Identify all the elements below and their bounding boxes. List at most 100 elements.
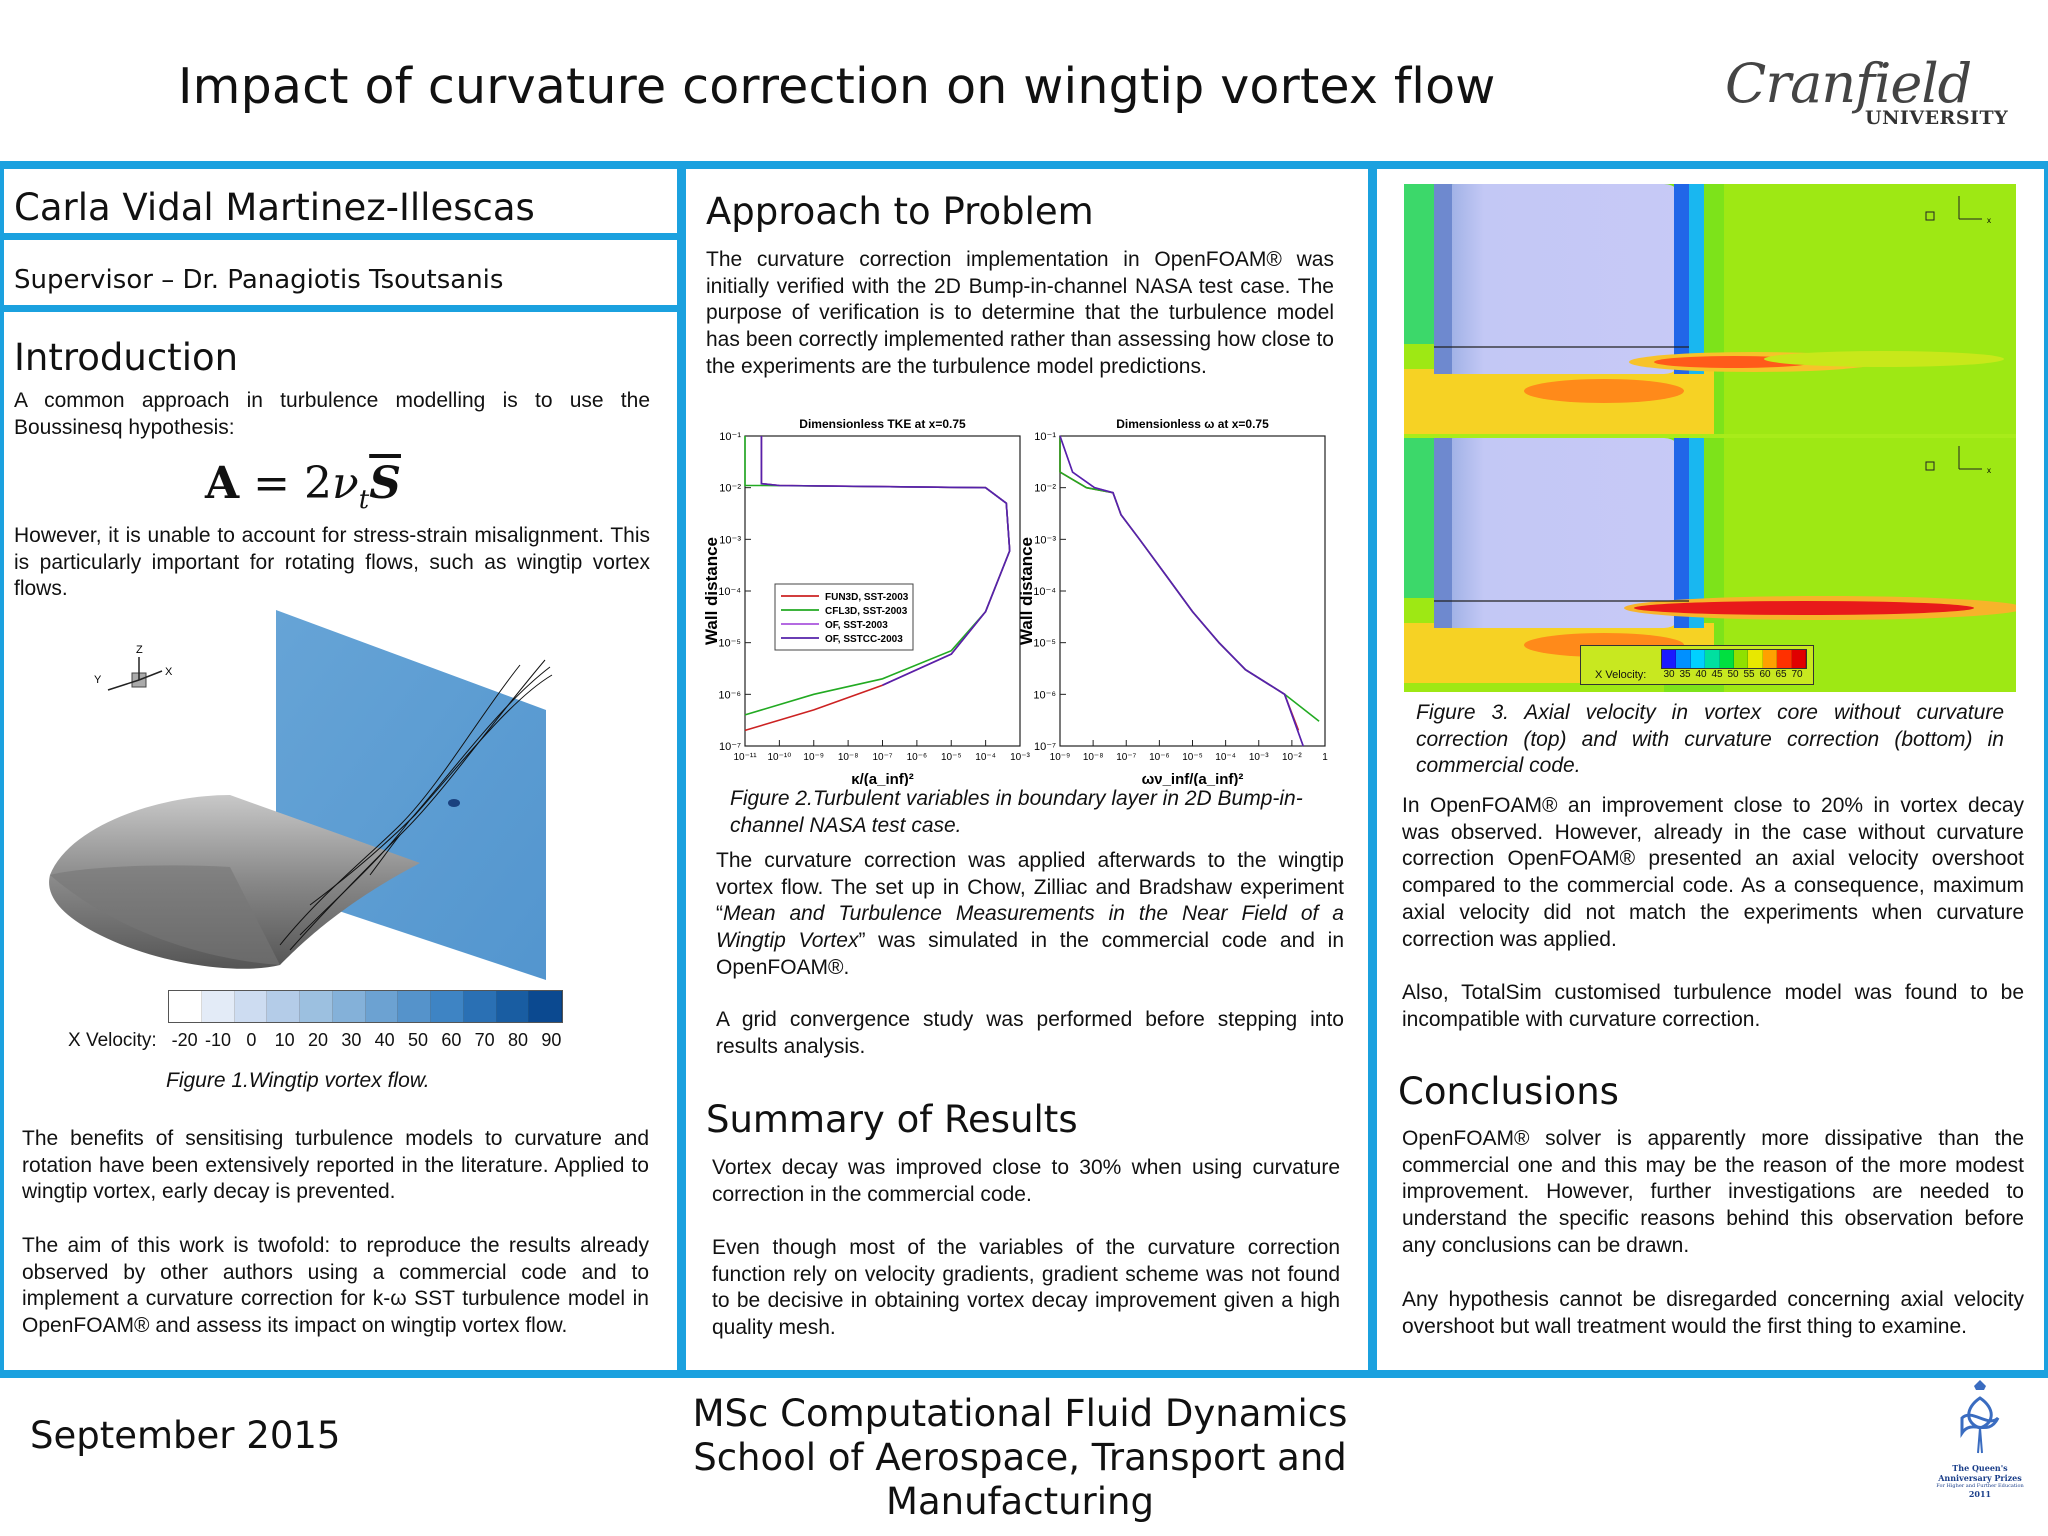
colorbar-tick-label: 65 [1775, 669, 1787, 680]
intro-paragraph-1: A common approach in turbulence modellin… [14, 389, 650, 439]
colorbar-swatch [169, 991, 202, 1022]
colorbar-tick-label: 35 [1679, 669, 1691, 680]
chart-ylabel: Wall distance [1017, 537, 1036, 645]
intro-paragraph-2: However, it is unable to account for str… [14, 524, 650, 601]
x-tick-label: 10⁻⁹ [1050, 752, 1071, 763]
emblem-line-1: The Queen's [1952, 1463, 2008, 1473]
fig3-colorbar [1661, 649, 1807, 669]
chart-ylabel: Wall distance [702, 537, 721, 645]
chart-title: Dimensionless ω at x=0.75 [1116, 417, 1269, 431]
axis-triad: Z X Y [94, 644, 173, 691]
x-tick-label: 10⁻⁹ [803, 752, 824, 763]
y-tick-label: 10⁻³ [719, 534, 741, 546]
colorbar-tick-label: 90 [541, 1030, 562, 1050]
author-name: Carla Vidal Martinez-Illescas [14, 186, 535, 229]
poster-title: Impact of curvature correction on wingti… [178, 58, 1496, 115]
programme-line-1: MSc Computational Fluid Dynamics [692, 1392, 1348, 1435]
colorbar-swatch [300, 991, 333, 1022]
colorbar-tick-label: -20 [171, 1030, 198, 1050]
colorbar-tick-label: 40 [1695, 669, 1707, 680]
x-tick-label: 10⁻⁸ [838, 752, 859, 763]
series-line [744, 436, 1011, 732]
logo-subtitle: UNIVERSITY [1865, 107, 2009, 129]
y-tick-label: 10⁻² [719, 483, 741, 495]
intro-paragraph-4: The aim of this work is twofold: to repr… [22, 1234, 649, 1338]
summary-paragraph-2: Even though most of the variables of the… [712, 1236, 1340, 1340]
colorbar-swatch [1777, 650, 1792, 668]
y-tick-label: 10⁻⁷ [1034, 741, 1056, 753]
colorbar-tick-label: 70 [474, 1030, 495, 1050]
x-tick-label: 10⁻⁴ [975, 752, 996, 763]
x-tick-label: 10⁻⁸ [1083, 752, 1104, 763]
colorbar-swatch [529, 991, 562, 1022]
emblem-line-2: Anniversary Prizes [1938, 1473, 2022, 1483]
summary-heading: Summary of Results [706, 1098, 1078, 1141]
fig1-colorbar-label: X Velocity: [68, 1030, 157, 1051]
y-tick-label: 10⁻⁷ [719, 741, 741, 753]
colorbar-swatch [1690, 650, 1706, 668]
y-tick-label: 10⁻⁶ [1033, 689, 1056, 701]
results-paragraph-2: Also, TotalSim customised turbulence mod… [1402, 981, 2024, 1031]
x-tick-label: 10⁻³ [1249, 752, 1269, 763]
colorbar-tick-label: 10 [274, 1030, 295, 1050]
column-divider-left [677, 161, 686, 1374]
chart-legend [774, 583, 914, 651]
axis-y-label: Y [94, 674, 102, 686]
boussinesq-equation: A = 2νtS [205, 458, 401, 515]
axis-z-label: Z [136, 644, 143, 656]
colorbar-swatch [496, 991, 530, 1022]
programme-line-2: School of Aerospace, Transport and [693, 1436, 1347, 1479]
conclusions-heading: Conclusions [1398, 1070, 1619, 1113]
colorbar-swatch [463, 991, 497, 1022]
colorbar-swatch [1662, 650, 1677, 668]
introduction-heading: Introduction [14, 336, 239, 379]
y-tick-label: 10⁻⁴ [718, 586, 741, 598]
contour-top-panel: x [1404, 184, 2016, 434]
results-paragraph-1: In OpenFOAM® an improvement close to 20%… [1402, 794, 2024, 951]
colorbar-swatch [201, 991, 235, 1022]
y-tick-label: 10⁻⁴ [1033, 586, 1056, 598]
legend-label: FUN3D, SST-2003 [825, 592, 909, 603]
colorbar-tick-label: 60 [441, 1030, 462, 1050]
colorbar-swatch [1734, 650, 1749, 668]
approach-paragraph-3: A grid convergence study was performed b… [716, 1008, 1344, 1058]
colorbar-tick-label: 0 [246, 1030, 257, 1050]
approach-heading: Approach to Problem [706, 190, 1094, 233]
experiment-title: Mean and Turbulence Measurements in the … [716, 902, 1344, 953]
series-line [744, 436, 1011, 716]
series-line [1059, 436, 1320, 722]
colorbar-tick-label: 40 [374, 1030, 395, 1050]
colorbar-tick-label: 50 [1727, 669, 1739, 680]
bottom-axis-x-label: x [1987, 466, 1991, 475]
colorbar-swatch [398, 991, 431, 1022]
colorbar-swatch [365, 991, 399, 1022]
y-tick-label: 10⁻² [1034, 483, 1056, 495]
colorbar-swatch [332, 991, 366, 1022]
colorbar-tick-label: 45 [1711, 669, 1723, 680]
y-tick-label: 10⁻¹ [719, 431, 741, 443]
figure-3-contours: x x [1404, 184, 2016, 692]
approach-paragraph-2: The curvature correction was applied aft… [716, 848, 1344, 982]
column-divider-right [1368, 161, 1377, 1374]
colorbar-swatch [1676, 650, 1691, 668]
x-tick-label: 10⁻³ [1010, 752, 1030, 763]
supervisor-line: Supervisor – Dr. Panagiotis Tsoutsanis [14, 265, 504, 295]
series-line [760, 436, 1011, 686]
x-tick-label: 10⁻⁷ [872, 752, 892, 763]
x-tick-label: 1 [1322, 752, 1328, 763]
chart-frame [1059, 435, 1326, 747]
chart-xlabel: κ/(a_inf)² [851, 771, 914, 786]
colorbar-tick-label: 55 [1743, 669, 1755, 680]
x-tick-label: 10⁻² [1282, 752, 1302, 763]
colorbar-tick-label: 20 [307, 1030, 329, 1050]
colorbar-swatch [1762, 650, 1778, 668]
figure-2-caption: Figure 2.Turbulent variables in boundary… [730, 787, 1303, 837]
fig3-colorbar-label: X Velocity: [1595, 669, 1647, 681]
legend-label: OF, SST-2003 [825, 620, 888, 631]
x-tick-label: 10⁻⁶ [907, 752, 928, 763]
emblem-line-3: For Higher and Further Education [1936, 1483, 2024, 1489]
intro-paragraph-3: The benefits of sensitising turbulence m… [22, 1127, 649, 1204]
x-tick-label: 10⁻⁵ [941, 752, 962, 763]
